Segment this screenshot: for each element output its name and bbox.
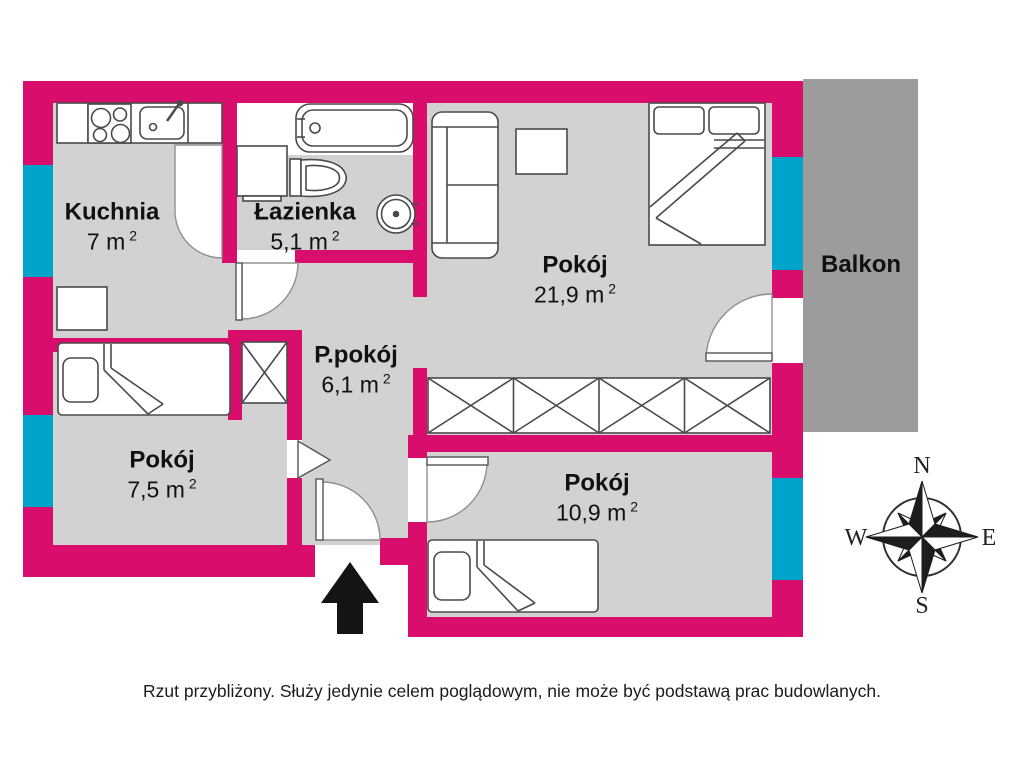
sofa-icon bbox=[431, 111, 499, 259]
entrance-door-leaf bbox=[315, 478, 324, 541]
compass-rose-icon: N E S W bbox=[845, 453, 997, 619]
wall-under-wardrobe bbox=[413, 435, 772, 452]
room-name: Pokój bbox=[542, 251, 608, 279]
wall-mid-vertical bbox=[408, 522, 427, 637]
wall-room75-right-lower bbox=[287, 478, 302, 545]
balcony-door-leaf bbox=[705, 352, 773, 362]
kitchen-cabinet-icon bbox=[56, 286, 108, 331]
wall-kitchen-bathroom bbox=[222, 103, 237, 263]
window-kitchen bbox=[23, 165, 53, 277]
wall-bottom-left bbox=[23, 545, 315, 577]
window-room75 bbox=[23, 415, 53, 507]
hall-closet-icon bbox=[241, 341, 288, 404]
room109-door-opening bbox=[408, 458, 427, 522]
room-name: Łazienka bbox=[254, 198, 356, 226]
disclaimer-text: Rzut przybliżony. Służy jedynie celem po… bbox=[143, 681, 881, 701]
window-bigroom bbox=[772, 157, 803, 270]
balcony-area bbox=[803, 79, 918, 432]
room-name: Kuchnia bbox=[64, 198, 160, 226]
wardrobe-row-icon bbox=[427, 377, 771, 434]
entrance-door-swing bbox=[321, 481, 381, 541]
toilet-icon bbox=[289, 158, 348, 198]
room-name: Pokój bbox=[564, 469, 630, 497]
bathroom-sink-icon bbox=[376, 194, 419, 234]
wall-room109-left-top bbox=[408, 435, 427, 458]
room-name: Pokój bbox=[129, 446, 195, 474]
wall-room75-right-upper bbox=[287, 330, 302, 440]
room-name: P.pokój bbox=[314, 341, 398, 369]
wall-closet-stub bbox=[228, 338, 242, 420]
room75-door-leaf bbox=[297, 439, 332, 480]
compass-west-label: W bbox=[845, 525, 868, 551]
single-bed-75-icon bbox=[57, 342, 231, 416]
coffee-table-icon bbox=[515, 128, 568, 175]
double-bed-icon bbox=[648, 102, 766, 246]
wall-bathroom-bottom bbox=[295, 250, 427, 263]
window-room109 bbox=[772, 478, 803, 580]
wall-bottom-right bbox=[408, 617, 803, 637]
wall-bigroom-left-upper bbox=[413, 103, 427, 297]
bathroom-door-swing bbox=[241, 262, 299, 320]
room109-door-swing bbox=[426, 461, 488, 523]
compass-south-label: S bbox=[915, 593, 928, 619]
room109-door-leaf bbox=[426, 456, 489, 466]
compass-north-label: N bbox=[913, 453, 930, 479]
entrance-arrow-icon bbox=[321, 562, 379, 634]
stove-icon bbox=[87, 103, 132, 144]
bathroom-door-leaf bbox=[235, 262, 243, 321]
wall-top bbox=[23, 81, 803, 103]
kitchen-door-swing bbox=[174, 144, 223, 259]
bathroom-door-opening bbox=[237, 250, 295, 263]
bathtub-icon bbox=[295, 103, 414, 153]
kitchen-sink-icon bbox=[139, 99, 185, 140]
single-bed-109-icon bbox=[427, 539, 599, 613]
compass-east-label: E bbox=[982, 525, 997, 551]
balcony-door-swing bbox=[705, 293, 773, 361]
wall-bottom-mid bbox=[380, 538, 408, 565]
wall-closet-top bbox=[228, 330, 302, 342]
balcony-door-opening bbox=[772, 298, 803, 363]
balcony-label: Balkon bbox=[820, 251, 902, 278]
washing-machine-icon bbox=[236, 145, 288, 202]
